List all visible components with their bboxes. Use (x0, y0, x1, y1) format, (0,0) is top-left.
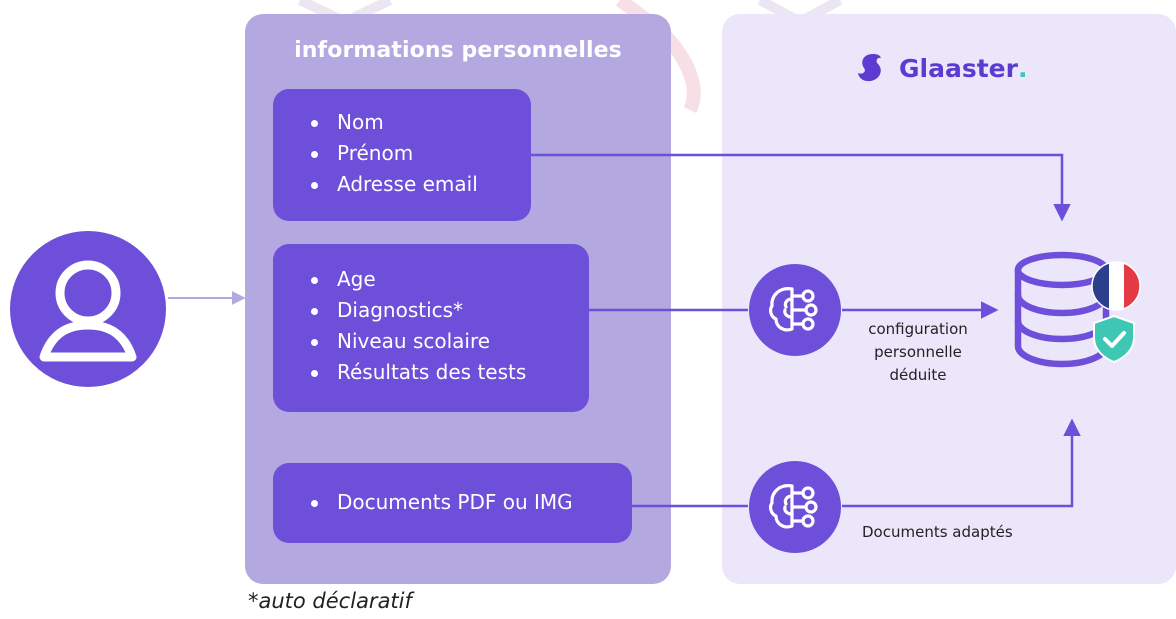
caption-line: déduite (889, 366, 947, 384)
list-item: Documents PDF ou IMG (307, 487, 632, 518)
list-item: Prénom (307, 138, 531, 169)
french-flag-icon (1091, 261, 1141, 311)
profile-card: Age Diagnostics* Niveau scolaire Résulta… (273, 244, 589, 412)
list-item: Nom (307, 107, 531, 138)
shield-check-icon (1093, 314, 1135, 364)
brand: Glaaster. (853, 46, 1027, 90)
ai-brain-network-icon (749, 461, 841, 553)
caption-line: configuration (868, 320, 968, 338)
identity-to-database-arrow (531, 153, 1071, 222)
config-caption: configuration personnelle déduite (853, 318, 983, 387)
identity-card: Nom Prénom Adresse email (273, 89, 531, 221)
database-icon (1014, 251, 1141, 368)
footnote: *auto déclaratif (248, 589, 412, 613)
list-item: Diagnostics* (307, 295, 589, 326)
documents-caption: Documents adaptés (862, 523, 1013, 541)
brand-dot: . (1017, 53, 1028, 83)
user-avatar-icon (10, 231, 166, 387)
list-item: Age (307, 264, 589, 295)
panel-title: informations personnelles (294, 38, 622, 63)
brand-name: Glaaster (899, 53, 1018, 83)
glaaster-logo-icon (858, 54, 881, 82)
ai-brain-network-icon (749, 264, 841, 356)
list-item: Résultats des tests (307, 357, 589, 388)
list-item: Niveau scolaire (307, 326, 589, 357)
caption-line: personnelle (874, 343, 962, 361)
list-item: Adresse email (307, 169, 531, 200)
documents-card: Documents PDF ou IMG (273, 463, 632, 543)
ai-docs-to-database-arrow (842, 418, 1081, 508)
